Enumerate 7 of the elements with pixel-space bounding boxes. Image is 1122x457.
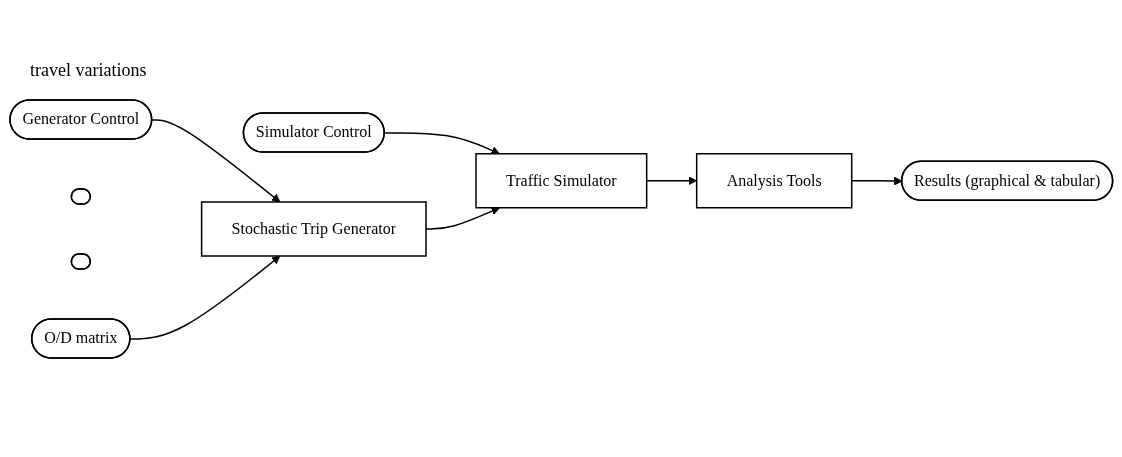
node-box: Analysis Tools: [695, 152, 853, 208]
node-box: Traffic Simulator: [474, 152, 648, 208]
arrow: [129, 255, 281, 340]
note-label: travel variations: [30, 60, 147, 81]
node-box: Stochastic Trip Generator: [200, 200, 427, 257]
arrow: [383, 131, 500, 155]
arrow: [151, 118, 281, 202]
